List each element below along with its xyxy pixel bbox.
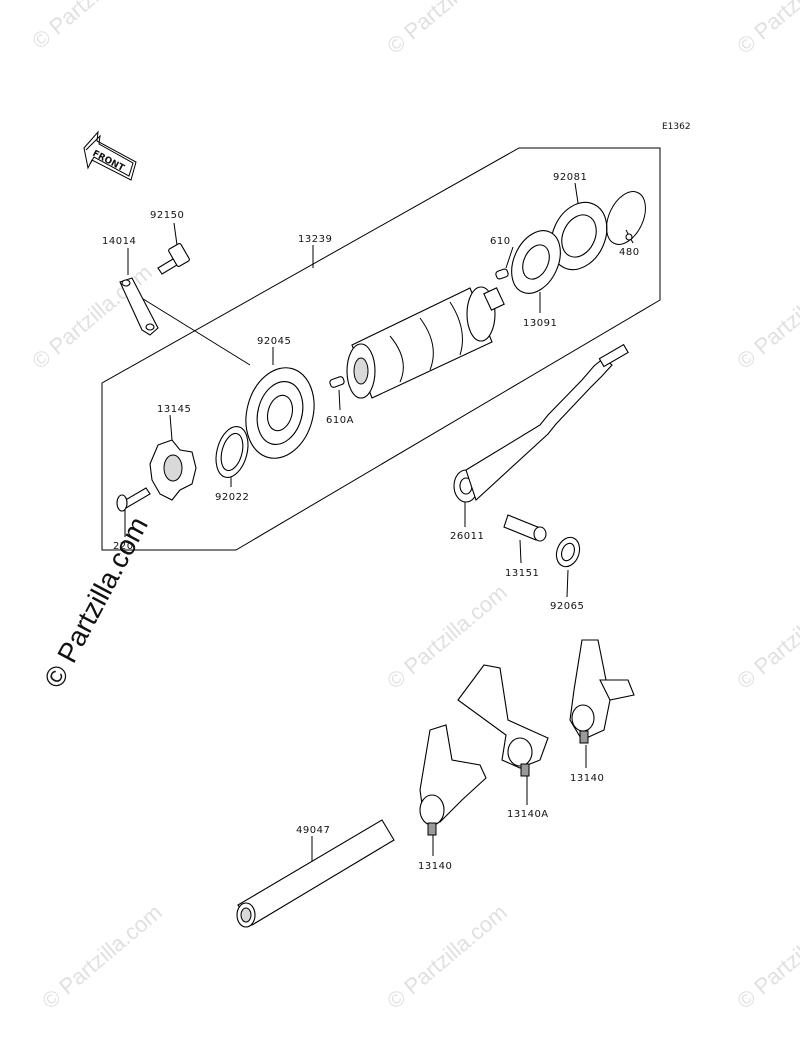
label-13239: 13239 — [298, 234, 332, 245]
watermark: © Partzilla.com — [382, 0, 512, 59]
fork-13140-left — [419, 724, 487, 836]
label-13151: 13151 — [505, 568, 539, 579]
washer-92022 — [215, 426, 249, 478]
watermark: © Partzilla.com — [27, 0, 157, 54]
watermark: © Partzilla.com — [382, 899, 512, 1013]
screw-220 — [116, 487, 151, 512]
fork-13140A-center — [457, 664, 549, 777]
watermark: © Partzilla.com — [37, 899, 167, 1013]
star-13145 — [149, 439, 197, 501]
part-labels: 92150 14014 13239 92081 610 480 13091 92… — [102, 172, 640, 872]
watermark: © Partzilla.com — [732, 259, 800, 373]
watermark: © Partzilla.com — [732, 899, 800, 1013]
shift-drum-13239 — [346, 286, 505, 399]
label-49047: 49047 — [296, 825, 330, 836]
label-13140-right: 13140 — [570, 773, 604, 784]
label-13091: 13091 — [523, 318, 557, 329]
pin-13151 — [503, 514, 547, 542]
gear-13091 — [511, 230, 561, 294]
label-610A: 610A — [326, 415, 354, 426]
diagram-code: E1362 — [662, 122, 691, 132]
plate-14014 — [119, 277, 159, 336]
label-13145: 13145 — [157, 404, 191, 415]
label-14014: 14014 — [102, 236, 136, 247]
pin-610 — [495, 268, 509, 280]
leader-lines — [124, 182, 634, 862]
main-watermark: © Partzilla.com — [38, 512, 154, 693]
label-13140A: 13140A — [507, 809, 549, 820]
assembly-outline — [101, 147, 661, 551]
watermark: © Partzilla.com — [732, 0, 800, 59]
arm-26011 — [453, 343, 629, 503]
label-610: 610 — [490, 236, 511, 247]
label-26011: 26011 — [450, 531, 484, 542]
washer-92065 — [555, 536, 581, 568]
label-13140-left: 13140 — [418, 861, 452, 872]
shaft-49047 — [236, 819, 395, 928]
bolt-92150 — [157, 243, 190, 275]
label-92081: 92081 — [553, 172, 587, 183]
bearing-92045 — [245, 367, 315, 459]
label-480: 480 — [619, 247, 640, 258]
label-92022: 92022 — [215, 492, 249, 503]
pin-610A — [329, 376, 345, 388]
front-arrow-icon: FRONT — [83, 130, 137, 181]
circlip-480 — [606, 191, 646, 245]
label-92045: 92045 — [257, 336, 291, 347]
watermark: © Partzilla.com — [732, 579, 800, 693]
fork-13140-right — [569, 639, 635, 744]
label-220: 220 — [113, 541, 134, 552]
label-92065: 92065 — [550, 601, 584, 612]
ring-92081 — [550, 201, 608, 271]
watermark-layer: © Partzilla.com © Partzilla.com © Partzi… — [27, 0, 800, 1014]
label-92150: 92150 — [150, 210, 184, 221]
